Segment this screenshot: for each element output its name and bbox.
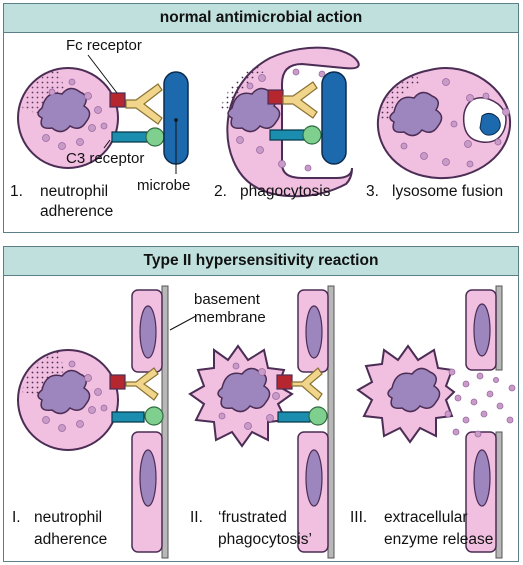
step-I-caption: I. neutrophil adherence — [12, 509, 107, 548]
basement-label-2: membrane — [194, 309, 266, 326]
digested-microbe — [479, 112, 501, 136]
neutrophil-cell-I — [17, 349, 119, 451]
step-II-line1: ‘frustrated — [218, 509, 287, 526]
microbe-2 — [321, 71, 347, 165]
step-2-number: 2. — [214, 183, 227, 200]
antibody-II — [291, 367, 323, 401]
step-3-caption: 3. lysosome fusion — [366, 183, 503, 200]
step-II-number: II. — [190, 509, 203, 526]
complement-2 — [302, 125, 322, 145]
step-3-line1: lysosome fusion — [392, 183, 503, 200]
complement-I — [144, 406, 164, 426]
c3-receptor-1 — [111, 131, 149, 143]
microbe-label: microbe — [137, 177, 190, 194]
complement-II — [308, 406, 328, 426]
normal-action-title: normal antimicrobial action — [4, 4, 518, 33]
step-III-line2: enzyme release — [384, 531, 493, 548]
neutrophil-cell-II — [188, 344, 294, 448]
step-II-caption: II. ‘frustrated phagocytosis’ — [190, 509, 312, 548]
neutrophil-cell-2 — [220, 46, 360, 198]
vessel-wall-2 — [297, 285, 335, 559]
nucleus-1 — [37, 87, 91, 133]
neutrophil-cell-III — [356, 344, 456, 444]
c3-receptor-leader — [103, 139, 111, 149]
step-3-number: 3. — [366, 183, 379, 200]
step-II-line2: phagocytosis’ — [218, 531, 312, 548]
c3-receptor-label: C3 receptor — [66, 150, 144, 167]
fc-receptor-label: Fc receptor — [66, 37, 142, 54]
nucleus-3 — [389, 91, 443, 137]
step-III-line1: extracellular — [384, 509, 468, 526]
antibody-2 — [282, 81, 318, 119]
c3-receptor-2 — [269, 129, 307, 141]
step-1-caption: 1. neutrophil adherence — [10, 183, 113, 220]
vessel-wall-3 — [465, 285, 503, 559]
basement-membrane-leader — [169, 315, 197, 331]
complement-1 — [145, 127, 165, 147]
step-2-line1: phagocytosis — [240, 183, 331, 200]
step-I-line1: neutrophil — [34, 509, 102, 526]
c3-receptor-I — [111, 411, 145, 423]
fc-receptor-leader — [87, 54, 118, 94]
basement-label-1: basement — [194, 291, 261, 308]
fc-receptor-1 — [109, 92, 126, 108]
fc-receptor-II — [276, 374, 293, 390]
vessel-wall-1 — [131, 285, 169, 559]
step-I-line2: adherence — [34, 531, 107, 548]
neutrophil-cell-3 — [376, 67, 512, 180]
hypersensitivity-title: Type II hypersensitivity reaction — [4, 247, 518, 276]
nucleus-2 — [227, 87, 281, 133]
fc-receptor-I — [109, 374, 126, 390]
fc-receptor-2 — [267, 89, 284, 105]
step-I-number: I. — [12, 509, 21, 526]
step-1-line1: neutrophil — [40, 183, 108, 200]
antibody-I — [125, 367, 159, 401]
step-1-number: 1. — [10, 183, 23, 200]
step-III-number: III. — [350, 509, 367, 526]
step-2-caption: 2. phagocytosis — [214, 183, 331, 200]
neutrophil-cell-1 — [17, 67, 119, 169]
c3-receptor-II — [277, 411, 311, 423]
antibody-1 — [125, 83, 163, 125]
released-enzymes — [444, 368, 516, 438]
step-1-line2: adherence — [40, 203, 113, 220]
step-III-caption: III. extracellular enzyme release — [350, 509, 493, 548]
